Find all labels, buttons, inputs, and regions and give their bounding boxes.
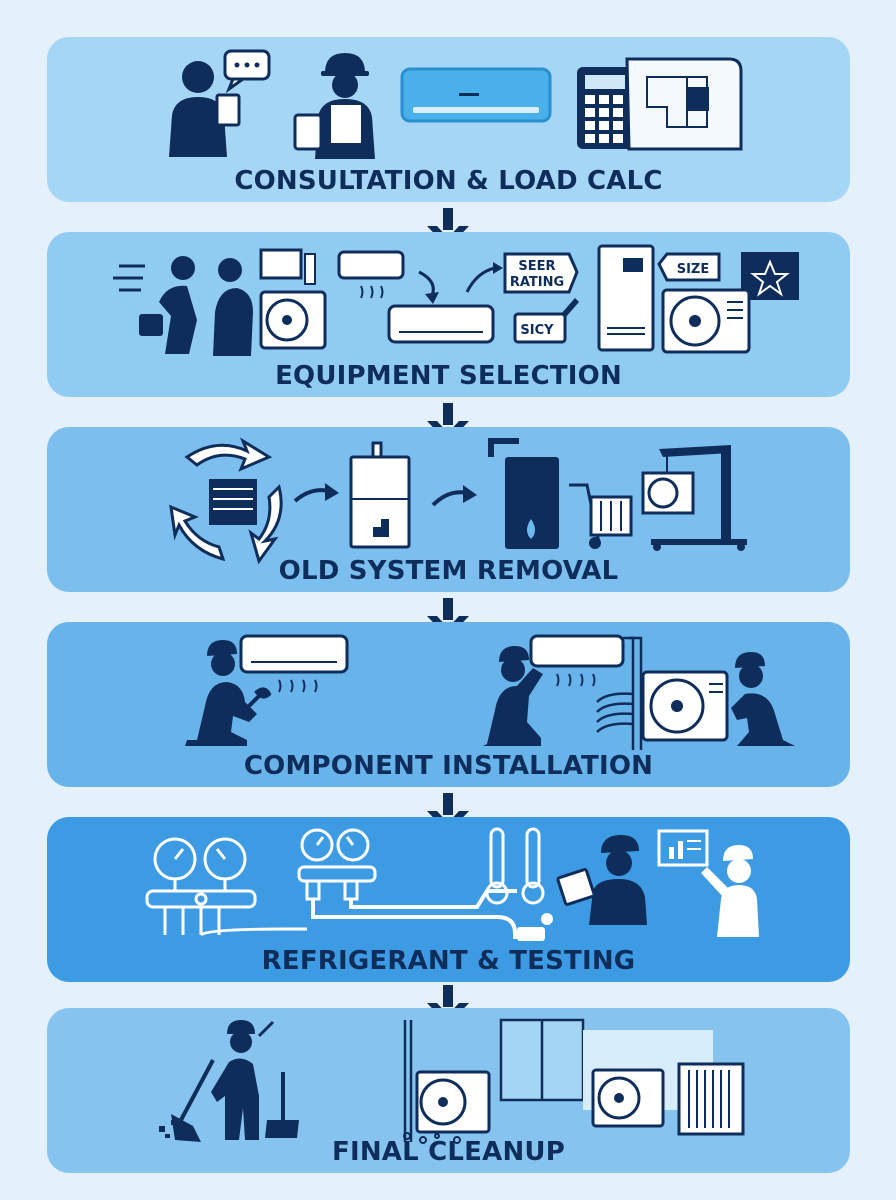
arrow-right-icon-2: [431, 490, 468, 507]
down-arrow-icon: [423, 793, 473, 835]
mounted-ac-unit-icon: [529, 634, 625, 687]
step-consultation-panel: CONSULTATION & LOAD CALC: [47, 37, 850, 202]
step-label: COMPONENT INSTALLATION: [243, 751, 654, 781]
pebbles-icon: [403, 1132, 461, 1144]
rating-text: RATING: [510, 275, 564, 290]
engine-hoist-icon: [641, 445, 747, 551]
wrench-icon: [243, 687, 272, 712]
technician-pointing-icon: [701, 845, 759, 937]
equipment-selection-illustration: SEER RATING SICY SIZE: [113, 244, 799, 356]
outdoor-condenser-icon: [259, 290, 327, 350]
step-equipment-selection-panel: SEER RATING SICY SIZE: [47, 232, 850, 397]
step-final-cleanup-panel: FINAL CLEANUP: [47, 1008, 850, 1173]
sic-text: SICY: [520, 323, 554, 338]
step-refrigerant-testing-panel: REFRIGERANT & TESTING: [47, 817, 850, 982]
size-text: SIZE: [677, 262, 710, 277]
manifold-gauge-icon: [145, 837, 257, 935]
calculator-icon: [577, 67, 633, 149]
energy-star-logo: [741, 252, 799, 300]
curved-arrow-icon-2: [465, 266, 496, 293]
monitor-chart-icon: [657, 829, 709, 867]
refrigerant-hose: [311, 899, 537, 939]
step-label: CONSULTATION & LOAD CALC: [234, 166, 663, 196]
air-filter-icon: [677, 1062, 745, 1136]
speed-lines-icon: [113, 264, 145, 292]
step-old-system-removal-panel: OLD SYSTEM REMOVAL: [47, 427, 850, 592]
step-label: OLD SYSTEM REMOVAL: [278, 556, 619, 586]
step-component-installation-panel: COMPONENT INSTALLATION: [47, 622, 850, 787]
manifold-gauge-icon-2: [297, 828, 377, 901]
arrow-right-icon: [293, 488, 330, 503]
size-badge: SIZE: [657, 252, 721, 282]
old-furnace-icon: [349, 441, 411, 549]
furnace-cabinet-icon: [597, 244, 655, 352]
selected-ac-unit-icon: [387, 304, 495, 344]
seer-text: SEER: [518, 259, 555, 274]
walking-people-icon: [139, 256, 253, 356]
outdoor-unit-icon: [415, 1070, 491, 1134]
refrigerant-lines-icon: [596, 636, 643, 750]
boiler-icon: [488, 438, 559, 549]
hose-line: [199, 927, 307, 937]
down-arrow-icon: [423, 403, 473, 445]
hand-truck-icon: [569, 483, 633, 549]
monitor-icon: [259, 248, 316, 285]
customer-icon: [169, 61, 241, 157]
technician-checklist-icon: [556, 835, 647, 925]
consultation-illustration: [169, 49, 743, 159]
step-label: FINAL CLEANUP: [332, 1137, 565, 1167]
sic-badge: SICY: [513, 298, 579, 344]
removal-illustration: [169, 437, 747, 565]
technician-icon: [293, 53, 375, 159]
refrigerant-hose-2: [349, 889, 517, 909]
outdoor-unit-icon: [641, 670, 729, 742]
down-arrow-icon: [423, 598, 473, 640]
kneeling-technician-icon-2: [731, 652, 795, 746]
down-arrow-icon: [423, 208, 473, 250]
kneeling-technician-icon: [185, 640, 257, 746]
speech-bubble-icon: [223, 49, 271, 94]
heat-pump-unit-icon: [661, 288, 751, 354]
step-label: REFRIGERANT & TESTING: [261, 946, 636, 976]
blueprint-icon: [625, 57, 743, 151]
wall-ac-unit-icon: [400, 67, 552, 123]
dustpan-icon: [265, 1072, 299, 1138]
recycle-arrows-icon: [169, 437, 283, 565]
old-condenser-icon: [209, 479, 257, 525]
small-ac-unit-icon: [337, 250, 405, 299]
refrigerant-testing-illustration: [145, 827, 759, 941]
installation-illustration: [185, 634, 795, 750]
broom-icon: [171, 1059, 215, 1142]
sweeping-worker-icon: [211, 1020, 275, 1140]
technician-mounting-icon: [483, 646, 543, 746]
cleanup-illustration: [159, 1018, 745, 1144]
service-valve-icon: [517, 913, 553, 941]
indoor-ac-unit-icon: [239, 634, 349, 693]
seer-rating-badge: SEER RATING: [503, 252, 579, 294]
outdoor-unit-icon-2: [591, 1068, 665, 1128]
step-label: EQUIPMENT SELECTION: [275, 361, 622, 391]
thermometer-icon: [485, 827, 545, 905]
